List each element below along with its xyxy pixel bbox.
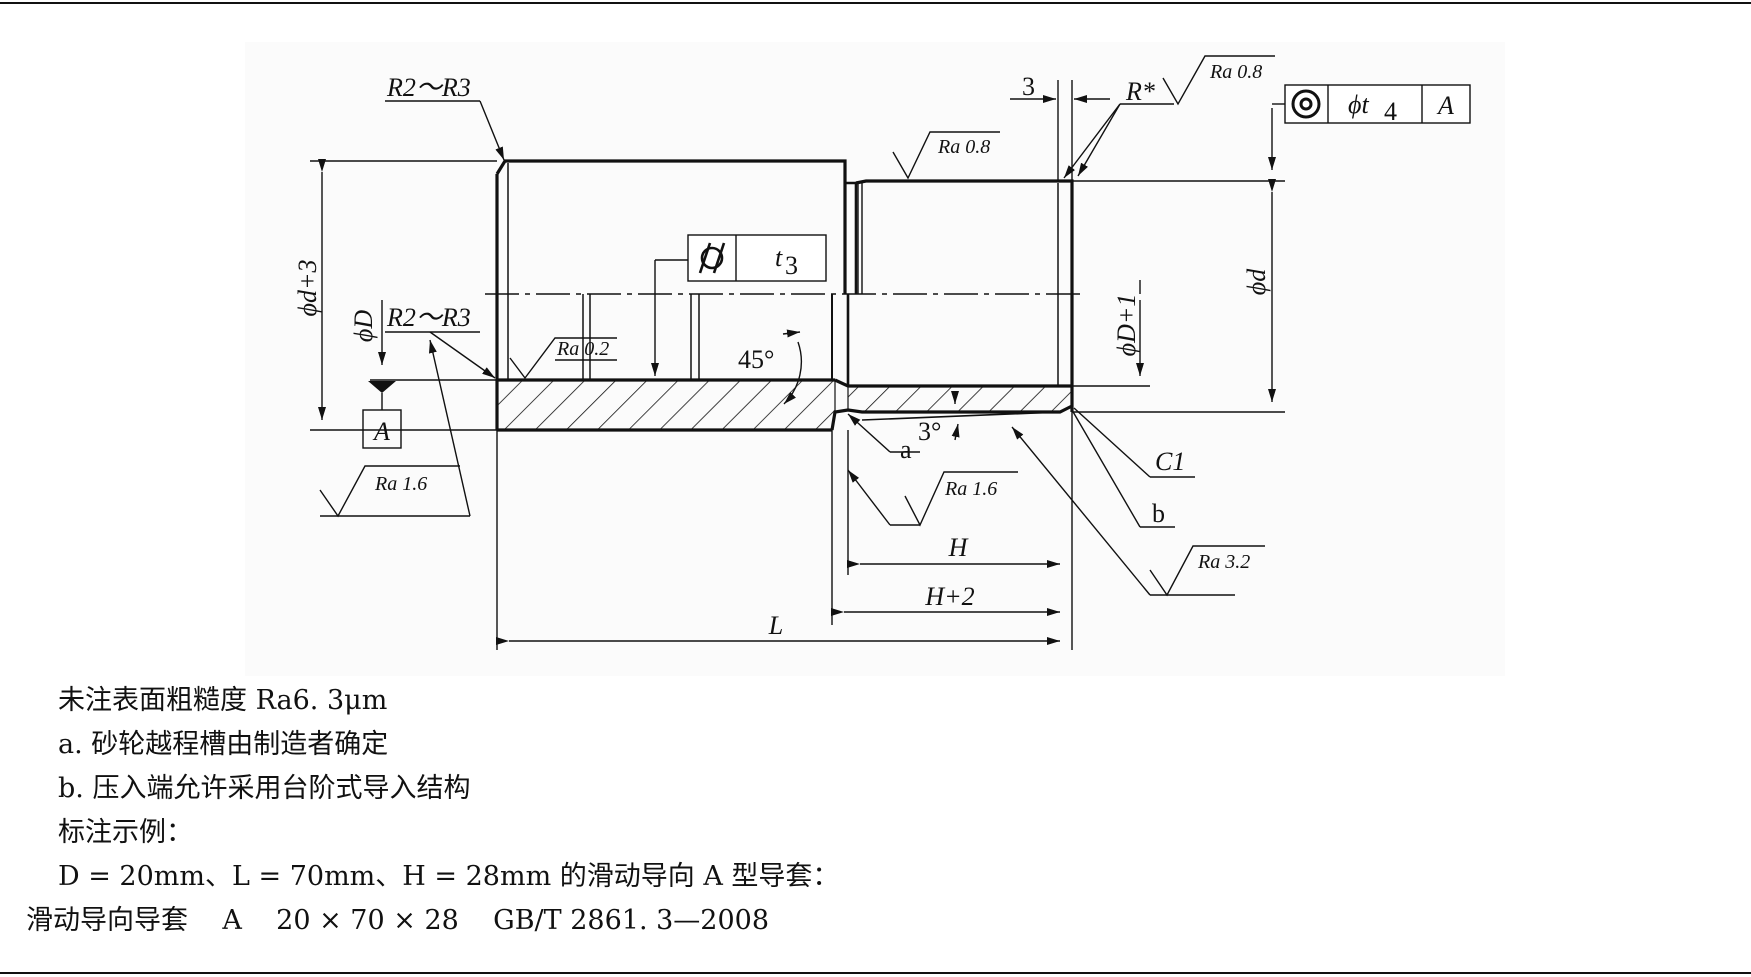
dimension-lines [310, 80, 1285, 650]
angle-3-label: 3° [918, 417, 941, 446]
marking-example-designation: 滑动导向导套 A 20 × 70 × 28 GB/T 2861. 3—2008 [26, 905, 770, 936]
datum-a-box [362, 409, 402, 449]
tol-cyl-label: t [775, 243, 783, 272]
dia-D-label: ϕD [349, 310, 378, 342]
roughness-symbols [319, 55, 1275, 597]
section-hatch-shank [847, 385, 1073, 413]
datum-triangle [368, 381, 396, 393]
radius-inner-label: R2～R3 [386, 303, 471, 332]
cylindricity-icon [698, 242, 726, 274]
cylindricity-frame [687, 234, 827, 282]
dim-3-label: 3 [1022, 72, 1035, 101]
section-hatch-flange [496, 379, 836, 431]
ra-16-bottom: Ra 1.6 [944, 478, 997, 500]
chamfer-label: C1 [1155, 447, 1185, 476]
note-b: b. 压入端允许采用台阶式导入结构 [58, 773, 471, 804]
ra-08-top: Ra 0.8 [937, 136, 990, 158]
drawing-background [245, 42, 1505, 676]
dim-H-label: H [948, 533, 969, 562]
note-b-label: b [1152, 499, 1165, 528]
coaxiality-frame [1284, 84, 1471, 124]
angle-45-label: 45° [738, 345, 774, 374]
datum-a-label: A [372, 417, 390, 446]
ra-08-right: Ra 0.8 [1209, 61, 1262, 83]
note-a: a. 砂轮越程槽由制造者确定 [58, 729, 389, 760]
dim-L-label: L [768, 611, 783, 640]
tol-cyl-sub: 3 [785, 251, 798, 280]
marking-example-params: D = 20mm、L = 70mm、H = 28mm 的滑动导向 A 型导套： [58, 861, 840, 892]
top-rule [0, 2, 1751, 4]
note-a-label: a [900, 435, 912, 464]
tol-coax-sub: 4 [1384, 97, 1397, 126]
dia-outer-left-label: ϕd+3 [293, 259, 322, 316]
coax-datum-label: A [1436, 91, 1454, 120]
radius-top-label: R2～R3 [386, 73, 471, 102]
tol-coax-label: ϕt [1348, 90, 1369, 119]
ra-16-left: Ra 1.6 [374, 473, 427, 495]
coaxiality-icon [1291, 89, 1321, 119]
dim-H2-label: H+2 [924, 582, 974, 611]
ra-02: Ra 0.2 [556, 338, 609, 360]
bottom-rule [0, 972, 1751, 974]
ra-32: Ra 3.2 [1197, 551, 1250, 573]
note-roughness: 未注表面粗糙度 Ra6. 3μm [58, 685, 388, 716]
marking-example-heading: 标注示例： [58, 817, 193, 848]
dia-d-label: ϕd [1242, 268, 1271, 295]
r-star-label: R* [1125, 77, 1155, 106]
dia-D1-label: ϕD+1 [1112, 294, 1141, 357]
